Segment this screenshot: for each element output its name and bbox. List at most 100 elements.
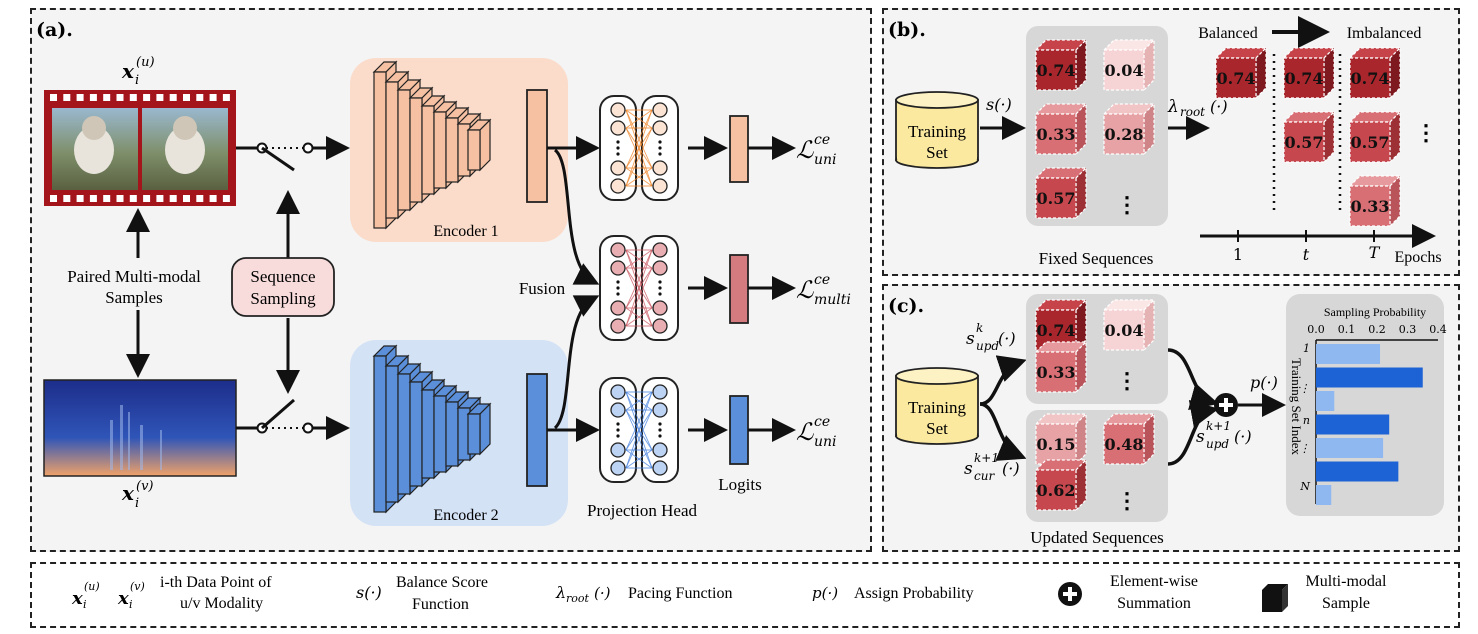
svg-text:ℒ: ℒ: [796, 276, 814, 304]
svg-text:(·): (·): [998, 329, 1016, 348]
projection-heads: [599, 95, 679, 483]
svg-text:(·): (·): [1210, 97, 1228, 116]
prob-bar: [1316, 485, 1332, 505]
audio-switch: [236, 398, 350, 440]
panel-b-tag: (b).: [888, 19, 926, 41]
svg-text:0.74: 0.74: [1037, 321, 1076, 340]
svg-text:x: x: [71, 588, 83, 609]
svg-text:upd: upd: [976, 339, 999, 353]
element-wise-sum-icon: [1214, 393, 1238, 417]
imbalanced-label: Imbalanced: [1347, 25, 1422, 42]
encoder-layer: [445, 401, 459, 467]
sequence-sampling-box: [231, 257, 335, 317]
film-hole: [169, 94, 177, 101]
film-hole: [196, 94, 204, 101]
svg-text:x: x: [121, 59, 135, 83]
svg-text:0.33: 0.33: [1351, 197, 1390, 216]
audio-spectrogram: [43, 379, 237, 477]
svg-text:i: i: [135, 496, 139, 511]
epoch3-cube-1: 0.57: [1348, 110, 1402, 164]
film-hole: [209, 94, 217, 101]
prob-y-tick: N: [1299, 480, 1310, 493]
svg-text:Element-wise: Element-wise: [1110, 573, 1198, 590]
probability-y-label: Training Set Index: [1289, 358, 1304, 456]
neuron: [652, 178, 668, 194]
neuron: [652, 402, 668, 418]
epoch3-cube-2: 0.33: [1348, 174, 1402, 228]
neuron: [652, 120, 668, 136]
film-hole: [63, 195, 71, 202]
fusion-label: Fusion: [519, 279, 566, 298]
updated-top-ellipsis: ⋮: [1116, 368, 1138, 394]
legend-element-wise-sum: Element-wise Summation: [1058, 573, 1198, 612]
updated-sequences-caption: Updated Sequences: [1030, 528, 1164, 547]
epochs-label: Epochs: [1394, 249, 1441, 266]
logits-label: Logits: [718, 475, 761, 494]
film-hole: [143, 94, 151, 101]
svg-text:x: x: [121, 481, 135, 505]
svg-text:ℒ: ℒ: [796, 136, 814, 164]
encoder-1-feature: [526, 89, 548, 203]
updated-bottom-cube-1: 0.48: [1102, 412, 1156, 466]
svg-text:(·): (·): [1002, 459, 1020, 478]
updated-bottom-ellipsis: ⋮: [1116, 488, 1138, 514]
film-hole: [156, 94, 164, 101]
neuron: [652, 384, 668, 400]
encoder-layer: [385, 365, 399, 503]
neuron: [652, 242, 668, 258]
svg-text:0.74: 0.74: [1351, 69, 1390, 88]
prob-y-tick: ⋮: [1299, 442, 1310, 455]
video-film-strip: [44, 90, 236, 206]
logit-audio: [729, 395, 749, 465]
neuron: [652, 300, 668, 316]
s-upd-k-label: s k upd (·): [966, 321, 1016, 353]
epoch2-cube-1: 0.57: [1282, 110, 1336, 164]
svg-text:(v): (v): [136, 479, 154, 494]
svg-text:0.15: 0.15: [1037, 435, 1076, 454]
encoder-layer: [421, 105, 435, 195]
film-hole: [76, 94, 84, 101]
encoder-layer: [373, 355, 387, 513]
svg-text:Assign Probability: Assign Probability: [854, 585, 974, 602]
svg-text:λ: λ: [1167, 97, 1179, 117]
fixed-cube-2: 0.33: [1034, 102, 1088, 156]
svg-text:s: s: [966, 329, 975, 349]
neuron: [610, 102, 626, 118]
training-set-cylinder-c: [895, 367, 979, 445]
svg-text:ce: ce: [814, 272, 830, 288]
film-hole: [143, 195, 151, 202]
legend-data-point: x (u) i x (v) i i-th Data Point of u/v M…: [71, 574, 272, 612]
fixed-cube-4: 0.57: [1034, 166, 1088, 220]
neuron: [652, 460, 668, 476]
loss-uni-video: ℒ ce uni: [796, 132, 837, 168]
tick-1: 1: [1233, 245, 1243, 264]
svg-text:i: i: [129, 598, 133, 611]
loss-uni-audio: ℒ ce uni: [796, 414, 837, 450]
legend-cube-icon: [1262, 590, 1282, 612]
prob-bar: [1316, 391, 1335, 411]
probability-chart-title: Sampling Probability: [1324, 305, 1426, 319]
prob-y-tick: n: [1303, 414, 1310, 427]
prob-bar: [1316, 344, 1381, 364]
svg-text:0.62: 0.62: [1037, 481, 1076, 500]
svg-text:ce: ce: [814, 414, 830, 430]
svg-text:λ: λ: [555, 583, 566, 602]
svg-text:(u): (u): [136, 55, 155, 70]
training-set-b-line1: Training: [908, 122, 966, 141]
prob-y-tick: ⋮: [1299, 382, 1310, 395]
neuron: [610, 318, 626, 334]
fusion-arrow-bottom: [553, 295, 600, 430]
balance-score-func-b: s(·): [986, 95, 1012, 114]
svg-text:0.04: 0.04: [1105, 61, 1144, 80]
svg-text:s: s: [1196, 427, 1205, 447]
svg-text:0.33: 0.33: [1037, 125, 1076, 144]
svg-text:0.04: 0.04: [1105, 321, 1144, 340]
sequence-sampling-label-1: Sequence: [250, 267, 315, 286]
svg-text:0.74: 0.74: [1037, 61, 1076, 80]
svg-text:(·): (·): [1234, 427, 1252, 446]
neuron: [652, 102, 668, 118]
epoch3-cube-0: 0.74: [1348, 46, 1402, 100]
fixed-cube-3: 0.28: [1102, 102, 1156, 156]
